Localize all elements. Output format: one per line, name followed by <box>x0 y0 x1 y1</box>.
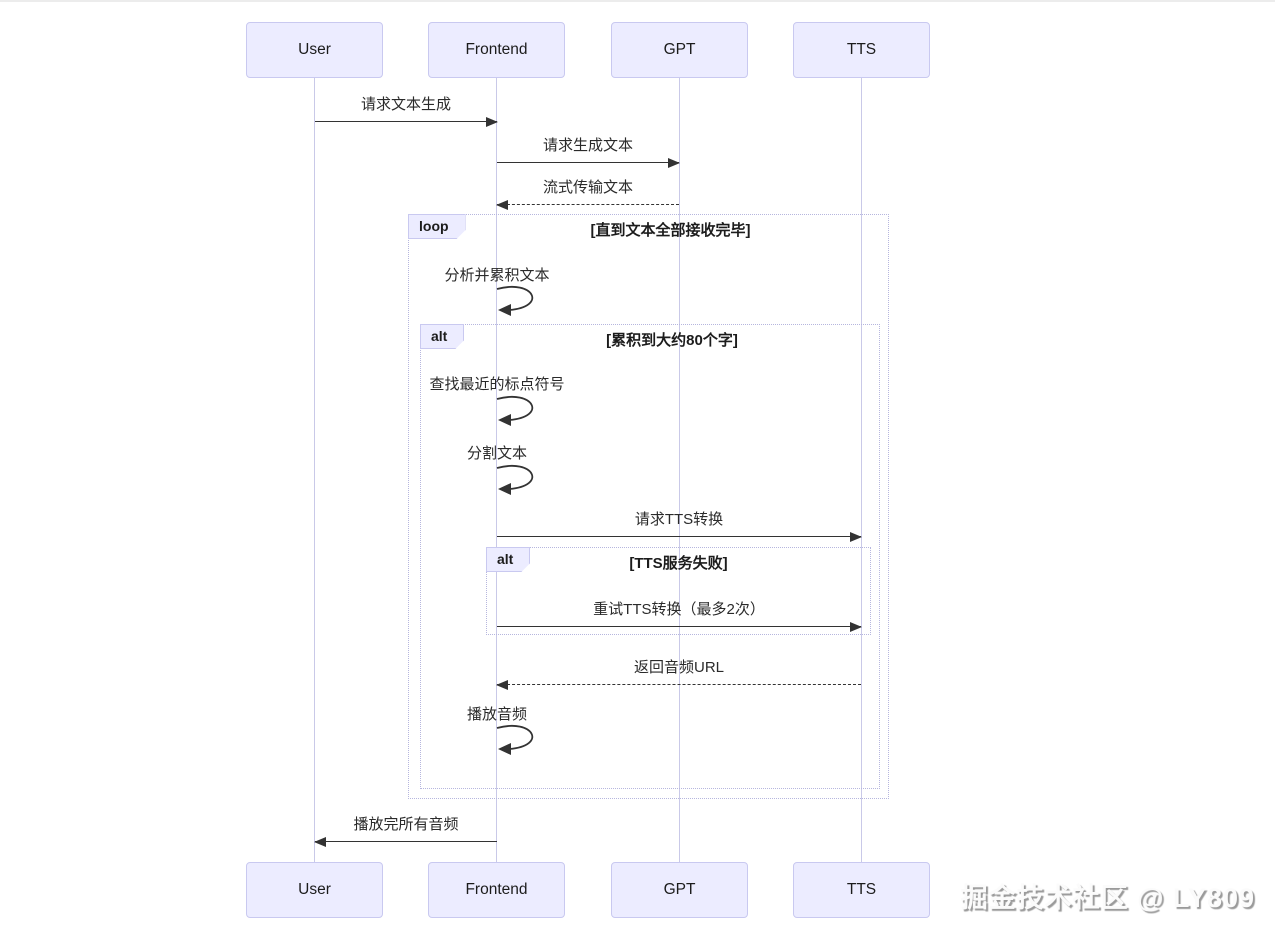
message-request-generate-text: 请求生成文本 <box>497 129 680 168</box>
self-loop-arrow-icon <box>496 725 534 755</box>
message-line <box>315 121 497 122</box>
message-stream-text: 流式传输文本 <box>496 171 679 210</box>
message-retry-tts: 重试TTS转换（最多2次） <box>497 593 862 632</box>
lifeline-frontend <box>496 78 497 862</box>
participant-label: GPT <box>663 881 696 898</box>
message-line <box>497 684 861 685</box>
alt-inner-frame: alt [TTS服务失败] <box>486 547 871 635</box>
message-return-audio-url: 返回音频URL <box>496 651 861 690</box>
message-request-tts: 请求TTS转换 <box>497 503 862 542</box>
message-line <box>497 536 861 537</box>
loop-frame-tag: loop <box>408 214 466 239</box>
message-finished-playing: 播放完所有音频 <box>314 808 497 847</box>
alt-outer-frame: alt [累积到大约80个字] <box>420 324 880 789</box>
lifeline-gpt <box>679 78 680 862</box>
loop-frame: loop [直到文本全部接收完毕] <box>408 214 889 799</box>
message-request-text-generation: 请求文本生成 <box>315 88 498 127</box>
participant-label: TTS <box>846 881 877 898</box>
arrowhead-icon <box>668 158 680 168</box>
message-label: 请求生成文本 <box>542 137 633 154</box>
message-label: 重试TTS转换（最多2次） <box>593 601 765 618</box>
watermark: 掘金技术社区 @ LY809 <box>960 883 1255 913</box>
participant-tts-top: TTS <box>793 22 930 78</box>
participant-frontend-bottom: Frontend <box>428 862 565 918</box>
alt-inner-frame-condition: [TTS服务失败] <box>629 555 728 572</box>
participant-label: User <box>298 41 331 58</box>
self-message-find-punctuation: 查找最近的标点符号 <box>429 376 565 393</box>
arrowhead-icon <box>850 532 862 542</box>
self-message-analyze-accumulate: 分析并累积文本 <box>444 267 550 284</box>
participant-label: TTS <box>846 41 877 58</box>
arrowhead-icon <box>850 622 862 632</box>
message-label: 流式传输文本 <box>542 179 633 196</box>
message-line <box>315 841 497 842</box>
participant-label: GPT <box>663 41 696 58</box>
arrowhead-icon <box>486 117 498 127</box>
message-line <box>497 204 679 205</box>
alt-inner-frame-tag: alt <box>486 547 530 572</box>
self-message-split-text: 分割文本 <box>466 445 527 462</box>
participant-frontend-top: Frontend <box>428 22 565 78</box>
loop-frame-condition: [直到文本全部接收完毕] <box>590 222 751 239</box>
participant-gpt-top: GPT <box>611 22 748 78</box>
arrowhead-icon <box>496 680 508 690</box>
participant-label: Frontend <box>465 881 528 898</box>
message-label: 播放完所有音频 <box>353 816 459 833</box>
lifeline-user <box>314 78 315 862</box>
self-loop-arrow-icon <box>496 396 534 426</box>
participant-user-bottom: User <box>246 862 383 918</box>
arrowhead-icon <box>314 837 326 847</box>
arrowhead-icon <box>496 200 508 210</box>
message-label: 请求文本生成 <box>360 96 451 113</box>
participant-user-top: User <box>246 22 383 78</box>
alt-outer-frame-condition: [累积到大约80个字] <box>606 332 738 349</box>
self-message-play-audio: 播放音频 <box>466 706 527 723</box>
participant-tts-bottom: TTS <box>793 862 930 918</box>
lifeline-tts <box>861 78 862 862</box>
participant-label: User <box>298 881 331 898</box>
participant-label: Frontend <box>465 41 528 58</box>
participant-gpt-bottom: GPT <box>611 862 748 918</box>
self-loop-arrow-icon <box>496 465 534 495</box>
alt-outer-frame-tag: alt <box>420 324 464 349</box>
self-loop-arrow-icon <box>496 286 534 316</box>
message-line <box>497 162 679 163</box>
message-label: 请求TTS转换 <box>634 511 724 528</box>
message-line <box>497 626 861 627</box>
message-label: 返回音频URL <box>633 659 724 676</box>
